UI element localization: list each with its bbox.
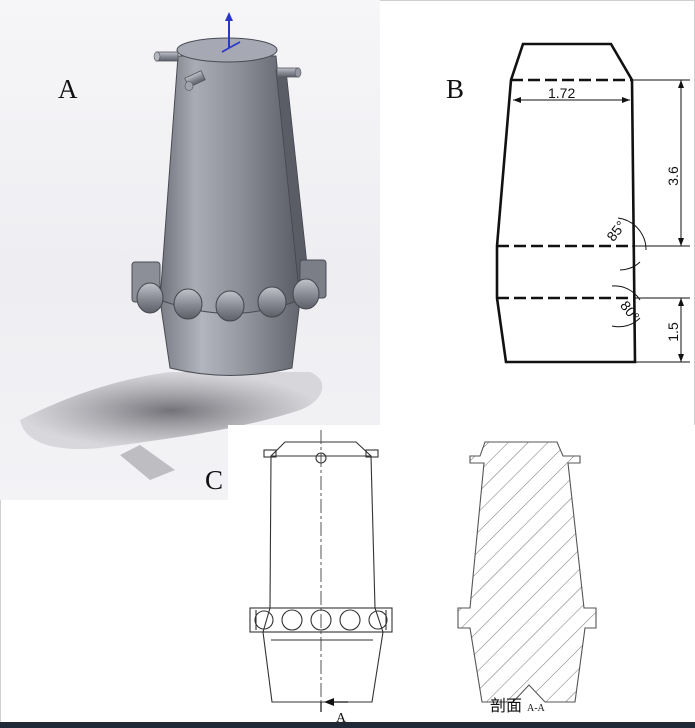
section-hatched-body — [457, 441, 597, 703]
section-caption-suffix: A-A — [527, 703, 546, 714]
panel-label-b: B — [446, 74, 465, 104]
panel-label-a: A — [58, 74, 78, 104]
panel-a-3d-model — [20, 12, 327, 480]
section-view — [457, 441, 597, 703]
dim-text-top-width: 1.72 — [548, 85, 575, 101]
panel-b-dimension-drawing: 1.72 3.6 1.5 85° 80° — [495, 42, 690, 364]
axis-triad-icon — [221, 12, 241, 53]
model-nozzle-ring — [131, 259, 327, 322]
dim-top-width — [513, 97, 630, 103]
angle-arc-upper — [617, 217, 647, 271]
panel-c-engineering-drawing: A 剖面 A-A — [228, 425, 695, 726]
dim-text-lower-angle: 80° — [617, 298, 643, 325]
bottom-window-strip — [0, 722, 695, 728]
dim-text-upper-angle: 85° — [603, 218, 629, 245]
dim-text-upper-height: 3.6 — [665, 166, 681, 186]
model-front-pin — [184, 70, 206, 91]
section-cut-label: A — [336, 711, 347, 726]
model-shadow — [20, 372, 323, 450]
section-cut-arrow — [320, 698, 348, 712]
model-top-pin-left — [153, 51, 179, 62]
model-base — [159, 299, 301, 376]
panel-label-c: C — [205, 465, 224, 495]
model-top-pin-right — [276, 67, 302, 78]
dim-text-lower-height: 1.5 — [665, 322, 681, 342]
model-shadow-detail — [120, 445, 175, 480]
outline-profile — [495, 42, 637, 364]
angle-arc-lower — [611, 285, 641, 328]
dim-vertical-extensions — [632, 79, 690, 363]
front-view — [249, 441, 393, 703]
section-caption: 剖面 — [490, 697, 522, 715]
panel-c-background — [228, 425, 695, 725]
